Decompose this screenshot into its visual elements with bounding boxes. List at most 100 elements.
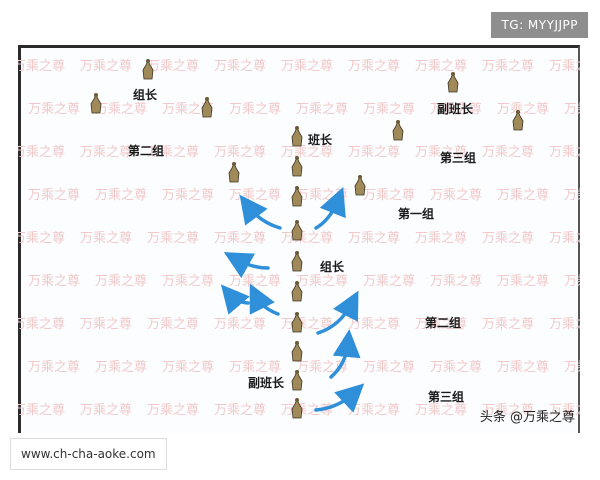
watermark-text: 万乘之尊: [28, 274, 81, 289]
watermark-text: 万乘之尊: [214, 317, 267, 332]
watermark-text: 万乘之尊: [147, 317, 200, 332]
watermark-text: 万乘之尊: [214, 403, 267, 418]
watermark-text: 万乘之尊: [229, 360, 282, 375]
label-group-three-top: 第三组: [440, 151, 477, 165]
watermark-text: 万乘之尊: [482, 231, 535, 246]
watermark-text: 万乘之尊: [430, 360, 483, 375]
soldier-icon: [228, 161, 240, 183]
watermark-text: 万乘之尊: [229, 102, 282, 117]
watermark-text: 万乘之尊: [28, 188, 81, 203]
watermark-text: 万乘之尊: [497, 102, 550, 117]
watermark-text: 万乘之尊: [549, 231, 580, 246]
soldier-icon: [392, 119, 404, 141]
watermark-text: 万乘之尊: [162, 274, 215, 289]
soldier-icon: [291, 397, 303, 419]
soldier-icon: [291, 369, 303, 391]
watermark-text: 万乘之尊: [564, 360, 580, 375]
soldier-icon: [90, 92, 102, 114]
watermark-text: 万乘之尊: [18, 145, 66, 160]
watermark-layer: 万乘之尊万乘之尊万乘之尊万乘之尊万乘之尊万乘之尊万乘之尊万乘之尊万乘之尊万乘之尊…: [18, 45, 580, 433]
watermark-text: 万乘之尊: [147, 145, 200, 160]
watermark-text: 万乘之尊: [430, 274, 483, 289]
movement-arrow-icon: [249, 283, 280, 316]
movement-arrow-icon: [314, 383, 365, 413]
label-group-two-left: 第二组: [128, 144, 165, 158]
soldier-icon: [291, 340, 303, 362]
watermark-text: 万乘之尊: [18, 231, 66, 246]
watermark-text: 万乘之尊: [28, 360, 81, 375]
watermark-text: 万乘之尊: [147, 403, 200, 418]
watermark-text: 万乘之尊: [363, 102, 416, 117]
soldier-icon: [142, 58, 154, 80]
movement-arrow-icon: [220, 284, 250, 315]
watermark-text: 万乘之尊: [214, 145, 267, 160]
watermark-text: 万乘之尊: [363, 274, 416, 289]
watermark-text: 万乘之尊: [549, 317, 580, 332]
watermark-text: 万乘之尊: [95, 102, 148, 117]
watermark-text: 万乘之尊: [415, 231, 468, 246]
label-group-one: 第一组: [398, 207, 435, 221]
movement-arrow-icon: [316, 290, 359, 335]
movement-arrow-icon: [314, 187, 346, 230]
watermark-text: 万乘之尊: [28, 102, 81, 117]
watermark-text: 万乘之尊: [95, 188, 148, 203]
watermark-text: 万乘之尊: [415, 403, 468, 418]
watermark-text: 万乘之尊: [95, 360, 148, 375]
watermark-text: 万乘之尊: [348, 231, 401, 246]
footer-url: www.ch-cha-aoke.com: [10, 438, 167, 470]
soldier-icon: [291, 185, 303, 207]
label-deputy-squad-leader-bottom: 副班长: [248, 376, 285, 390]
soldier-icon: [447, 71, 459, 93]
watermark-text: 万乘之尊: [162, 102, 215, 117]
watermark-text: 万乘之尊: [497, 188, 550, 203]
watermark-text: 万乘之尊: [80, 59, 133, 74]
watermark-text: 万乘之尊: [564, 102, 580, 117]
watermark-text: 万乘之尊: [564, 188, 580, 203]
movement-arrow-icon: [239, 194, 282, 230]
soldier-icon: [291, 125, 303, 147]
label-group-two-right: 第二组: [425, 316, 462, 330]
watermark-text: 万乘之尊: [549, 59, 580, 74]
movement-arrow-icon: [329, 329, 361, 379]
label-group-three-bottom: 第三组: [428, 390, 465, 404]
soldier-icon: [291, 311, 303, 333]
watermark-text: 万乘之尊: [162, 188, 215, 203]
soldier-icon: [291, 219, 303, 241]
watermark-text: 万乘之尊: [80, 403, 133, 418]
watermark-text: 万乘之尊: [363, 360, 416, 375]
label-squad-leader: 班长: [308, 133, 333, 147]
soldier-icon: [291, 155, 303, 177]
watermark-text: 万乘之尊: [147, 59, 200, 74]
watermark-text: 万乘之尊: [415, 145, 468, 160]
watermark-text: 万乘之尊: [549, 145, 580, 160]
watermark-text: 万乘之尊: [549, 403, 580, 418]
watermark-text: 万乘之尊: [497, 274, 550, 289]
watermark-text: 万乘之尊: [363, 188, 416, 203]
watermark-text: 万乘之尊: [430, 102, 483, 117]
watermark-text: 万乘之尊: [80, 317, 133, 332]
label-deputy-squad-leader-top: 副班长: [437, 102, 474, 116]
watermark-text: 万乘之尊: [296, 102, 349, 117]
watermark-text: 万乘之尊: [147, 231, 200, 246]
soldier-icon: [291, 250, 303, 272]
watermark-text: 万乘之尊: [497, 360, 550, 375]
soldier-icon: [291, 280, 303, 302]
watermark-text: 万乘之尊: [95, 274, 148, 289]
watermark-text: 万乘之尊: [214, 231, 267, 246]
channel-badge: TG: MYYJJPP: [491, 12, 588, 38]
watermark-text: 万乘之尊: [281, 145, 334, 160]
watermark-text: 万乘之尊: [296, 274, 349, 289]
watermark-text: 万乘之尊: [348, 145, 401, 160]
watermark-text: 万乘之尊: [415, 59, 468, 74]
credit-text: 头条 @万乘之尊: [479, 410, 575, 425]
watermark-text: 万乘之尊: [482, 59, 535, 74]
watermark-text: 万乘之尊: [348, 317, 401, 332]
watermark-text: 万乘之尊: [482, 317, 535, 332]
watermark-text: 万乘之尊: [430, 188, 483, 203]
watermark-text: 万乘之尊: [564, 274, 580, 289]
watermark-text: 万乘之尊: [18, 403, 66, 418]
watermark-text: 万乘之尊: [482, 403, 535, 418]
watermark-text: 万乘之尊: [18, 59, 66, 74]
movement-arrow-icon: [223, 252, 270, 279]
